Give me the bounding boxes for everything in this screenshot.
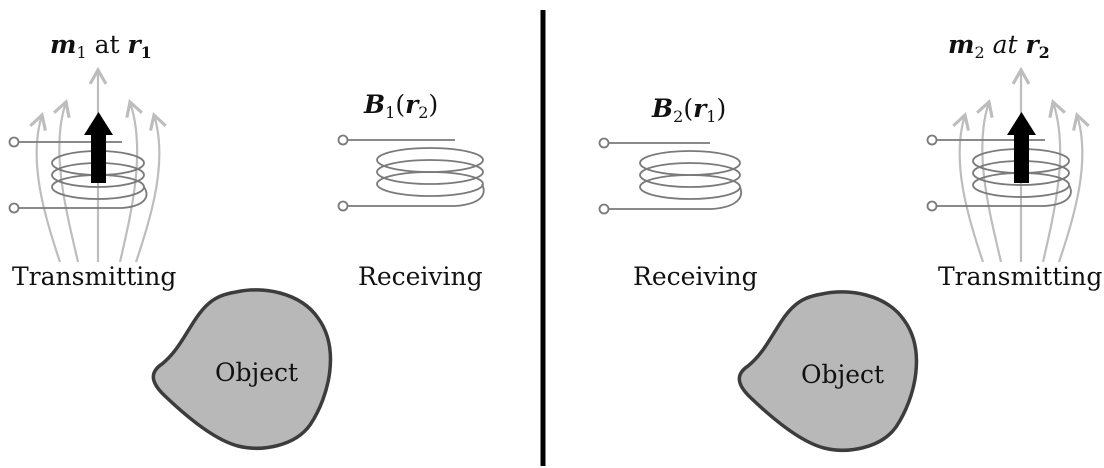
right-object-label: Object [801,360,885,389]
right-moment-arrow [1007,112,1036,183]
right-object-shape [737,290,919,452]
at-word: at [992,30,1018,59]
position-symbol: r [1025,30,1039,59]
close-paren: ) [716,94,727,123]
moment-subscript: 2 [974,43,985,62]
right-transmitting-label: Transmitting [938,262,1103,291]
left-object-shape [151,288,333,450]
position-subscript: 1 [706,107,717,126]
moment-symbol: m [948,30,975,59]
left-object-label: Object [215,358,299,387]
field-subscript: 2 [673,107,684,126]
right-moment-label: m2 at r2 [948,30,1050,62]
left-moment-arrow [84,112,113,183]
left-moment-label: m1 at r1 [50,30,152,62]
position-subscript: 2 [418,103,429,122]
left-transmitting-coil [8,66,167,263]
left-transmitting-label: Transmitting [12,262,177,291]
close-paren: ) [428,90,439,119]
right-coil-windings [926,134,1072,212]
left-receiving-coil [337,134,485,212]
position-symbol: r [693,94,707,123]
position-symbol: r [127,30,141,59]
right-field-label: B2(r1) [652,94,726,126]
position-subscript: 2 [1038,43,1050,62]
moment-symbol: m [50,30,77,59]
at-word: at [94,30,120,59]
field-symbol: B [652,94,674,123]
right-receiving-coil [598,137,742,215]
moment-subscript: 1 [76,43,87,62]
field-symbol: B [364,90,386,119]
right-transmitting-coil [926,66,1090,263]
position-subscript: 1 [140,43,152,62]
position-symbol: r [405,90,419,119]
left-field-label: B1(r2) [364,90,438,122]
open-paren: ( [395,90,406,119]
right-receiving-label: Receiving [633,262,758,291]
field-subscript: 1 [385,103,396,122]
left-coil-windings [8,136,148,214]
left-receiving-label: Receiving [358,262,483,291]
open-paren: ( [683,94,694,123]
